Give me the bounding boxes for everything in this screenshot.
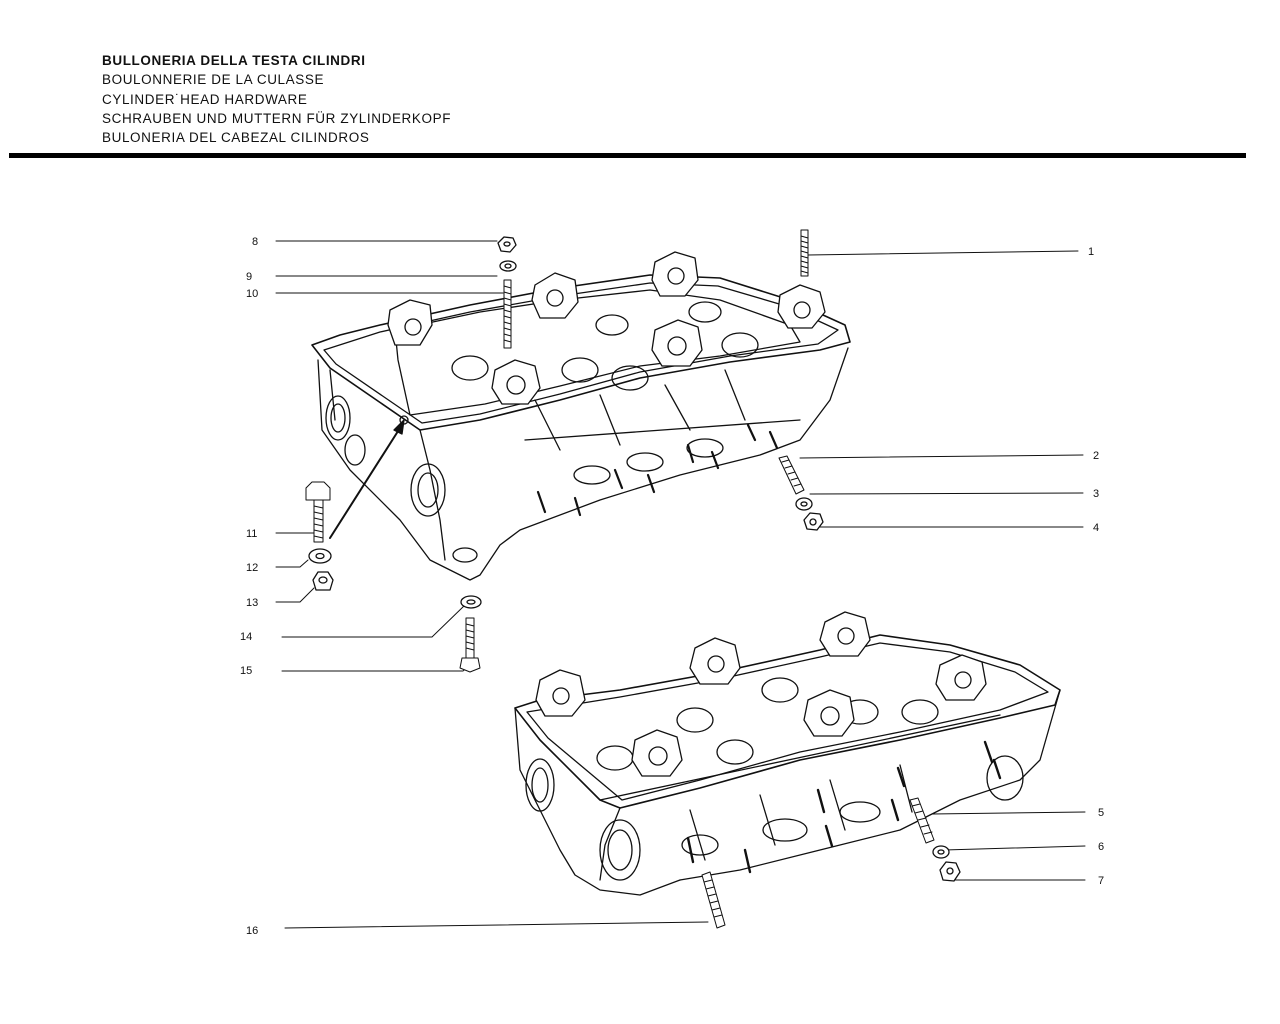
arrow-indicator <box>329 419 405 539</box>
part-1-stud <box>800 229 809 277</box>
part-6-washer <box>932 845 950 859</box>
callout-10: 10 <box>246 288 258 300</box>
lower-cylinder-head <box>514 611 1061 896</box>
leader-lines <box>275 240 1086 929</box>
callout-16: 16 <box>246 925 258 937</box>
part-4-nut <box>803 512 824 531</box>
part-9-washer <box>499 260 517 272</box>
part-11-bolt <box>305 481 331 543</box>
part-14-washer <box>460 595 482 609</box>
callout-1: 1 <box>1088 246 1094 258</box>
title-english: CYLINDER˙HEAD HARDWARE <box>102 91 308 107</box>
callout-2: 2 <box>1093 450 1099 462</box>
part-3-washer <box>795 497 813 511</box>
callout-numbers: 1 2 3 4 5 6 7 8 9 10 11 12 13 14 15 16 <box>240 236 1104 937</box>
callout-13: 13 <box>246 597 258 609</box>
callout-15: 15 <box>240 665 252 677</box>
part-8-nut <box>497 236 517 253</box>
part-12-washer <box>308 548 332 564</box>
part-10-stud <box>503 279 512 349</box>
callout-14: 14 <box>240 631 252 643</box>
part-13-nut <box>312 571 334 591</box>
part-5-stud <box>909 797 935 844</box>
callout-9: 9 <box>246 271 252 283</box>
title-block: BULLONERIA DELLA TESTA CILINDRI BOULONNE… <box>102 51 451 147</box>
title-spanish: BULONERIA DEL CABEZAL CILINDROS <box>102 130 370 146</box>
title-italian: BULLONERIA DELLA TESTA CILINDRI <box>102 53 366 68</box>
part-15-bolt <box>459 617 481 673</box>
title-german: SCHRAUBEN UND MUTTERN FÜR ZYLINDERKOPF <box>102 110 452 126</box>
part-7-nut <box>939 861 961 882</box>
callout-12: 12 <box>246 562 258 574</box>
callout-11: 11 <box>246 528 257 540</box>
part-2-stud <box>778 455 805 495</box>
callout-7: 7 <box>1098 875 1104 887</box>
callout-8: 8 <box>252 236 258 248</box>
header-rule <box>9 153 1246 158</box>
callout-4: 4 <box>1093 522 1099 534</box>
callout-6: 6 <box>1098 841 1104 853</box>
title-french: BOULONNERIE DE LA CULASSE <box>102 72 325 88</box>
callout-5: 5 <box>1098 807 1104 819</box>
callout-3: 3 <box>1093 488 1099 500</box>
upper-cylinder-head <box>311 251 851 581</box>
part-16-stud <box>701 871 726 929</box>
